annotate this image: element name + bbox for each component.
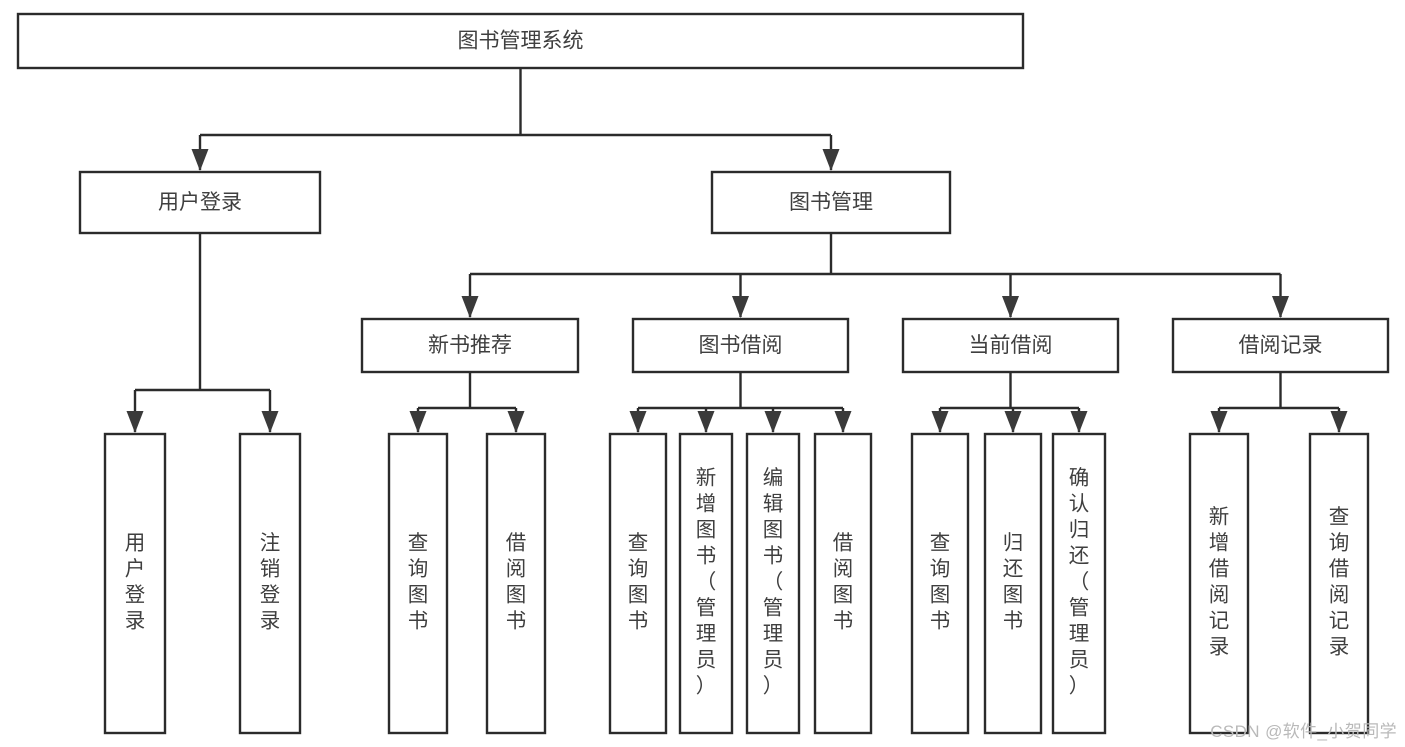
arrow-head-icon-新书推荐-0: [409, 411, 427, 433]
node-leaf-9-归还图书-label: 归还图书: [1003, 532, 1024, 633]
arrow-head-icon-当前借阅-2: [1070, 411, 1088, 433]
arrow-head-icon-借阅记录-1: [1330, 411, 1348, 433]
node-level3-图书借阅-label: 图书借阅: [699, 334, 783, 357]
arrow-head-icon-level2-0: [191, 149, 209, 171]
node-leaf-3-借阅图书-label: 借阅图书: [506, 532, 527, 633]
node-level2-用户登录-rect: [78, 170, 322, 235]
node-level3-新书推荐[interactable]: 新书推荐: [360, 317, 580, 374]
node-leaf-7-借阅图书-rect: [813, 432, 873, 735]
node-leaf-2-查询图书-rect: [387, 432, 449, 735]
arrow-head-icon-level3-3: [1272, 296, 1289, 318]
node-leaf-12-查询借阅记录-label: 查询借阅记录: [1329, 506, 1350, 659]
node-leaf-5-新增图书（管理员）-rect: [678, 432, 734, 735]
node-leaf-11-新增借阅记录-rect: [1188, 432, 1250, 735]
node-root-图书管理系统-rect: [16, 12, 1025, 70]
arrow-head-icon-当前借阅-1: [1004, 411, 1022, 433]
node-leaf-2-查询图书-label: 查询图书: [408, 532, 429, 633]
node-leaf-12-查询借阅记录[interactable]: 查询借阅记录: [1308, 432, 1370, 735]
node-leaf-0-用户登录[interactable]: 用户登录: [103, 432, 167, 735]
node-leaf-9-归还图书[interactable]: 归还图书: [983, 432, 1043, 735]
node-leaf-6-编辑图书（管理员）-rect: [745, 432, 801, 735]
csdn-watermark: CSDN @软件_小贺同学: [1210, 722, 1397, 741]
node-leaf-2-查询图书[interactable]: 查询图书: [387, 432, 449, 735]
node-level3-图书借阅[interactable]: 图书借阅: [631, 317, 850, 374]
node-root-图书管理系统-label: 图书管理系统: [458, 30, 584, 53]
node-leaf-4-查询图书-rect: [608, 432, 668, 735]
arrow-head-icon-图书借阅-1: [697, 411, 715, 433]
node-level2-图书管理-label: 图书管理: [789, 191, 873, 214]
node-leaf-8-查询图书-rect: [910, 432, 970, 735]
node-leaf-1-注销登录-rect: [238, 432, 302, 735]
node-level2-图书管理-rect: [710, 170, 952, 235]
node-leaf-10-确认归还（管理员）-rect: [1051, 432, 1107, 735]
node-leaf-4-查询图书[interactable]: 查询图书: [608, 432, 668, 735]
node-level3-当前借阅-label: 当前借阅: [969, 334, 1053, 357]
node-leaf-6-编辑图书（管理员）-label: 编辑图书（管理员）: [763, 467, 784, 698]
node-level3-当前借阅[interactable]: 当前借阅: [901, 317, 1120, 374]
node-level3-借阅记录[interactable]: 借阅记录: [1171, 317, 1390, 374]
node-leaf-4-查询图书-label: 查询图书: [628, 532, 649, 633]
node-leaf-8-查询图书-label: 查询图书: [930, 532, 951, 633]
arrow-head-icon-level3-0: [461, 296, 479, 318]
node-leaf-11-新增借阅记录-label: 新增借阅记录: [1209, 506, 1230, 659]
arrow-head-icon-图书借阅-2: [764, 411, 782, 433]
node-leaf-1-注销登录-label: 注销登录: [260, 532, 281, 633]
node-level2-用户登录[interactable]: 用户登录: [78, 170, 322, 235]
node-level3-借阅记录-label: 借阅记录: [1239, 334, 1323, 357]
arrow-head-icon-用户登录-0: [126, 411, 144, 433]
node-leaf-0-用户登录-label: 用户登录: [125, 532, 146, 633]
arrow-head-icon-借阅记录-0: [1210, 411, 1228, 433]
node-leaf-1-注销登录[interactable]: 注销登录: [238, 432, 302, 735]
node-leaf-5-新增图书（管理员）-label: 新增图书（管理员）: [696, 467, 717, 698]
node-level2-图书管理[interactable]: 图书管理: [710, 170, 952, 235]
arrow-head-icon-level3-2: [1002, 296, 1019, 318]
node-level3-图书借阅-rect: [631, 317, 850, 374]
arrow-head-icon-新书推荐-1: [507, 411, 525, 433]
node-leaf-11-新增借阅记录[interactable]: 新增借阅记录: [1188, 432, 1250, 735]
node-leaf-6-编辑图书（管理员）[interactable]: 编辑图书（管理员）: [745, 432, 801, 735]
arrow-head-icon-level3-1: [732, 296, 749, 318]
node-leaf-0-用户登录-rect: [103, 432, 167, 735]
node-level2-用户登录-label: 用户登录: [158, 191, 242, 214]
node-leaf-12-查询借阅记录-rect: [1308, 432, 1370, 735]
arrow-head-icon-当前借阅-0: [931, 411, 949, 433]
node-leaf-10-确认归还（管理员）-label: 确认归还（管理员）: [1069, 467, 1090, 698]
node-leaf-7-借阅图书[interactable]: 借阅图书: [813, 432, 873, 735]
arrow-head-icon-图书借阅-3: [834, 411, 852, 433]
node-level3-借阅记录-rect: [1171, 317, 1390, 374]
node-leaf-5-新增图书（管理员）[interactable]: 新增图书（管理员）: [678, 432, 734, 735]
node-leaf-8-查询图书[interactable]: 查询图书: [910, 432, 970, 735]
node-root-图书管理系统[interactable]: 图书管理系统: [16, 12, 1025, 70]
node-leaf-3-借阅图书-rect: [485, 432, 547, 735]
arrow-head-icon-level2-1: [822, 149, 840, 171]
arrow-head-icon-图书借阅-0: [629, 411, 647, 433]
node-leaf-9-归还图书-rect: [983, 432, 1043, 735]
node-leaf-7-借阅图书-label: 借阅图书: [833, 532, 854, 633]
node-leaf-10-确认归还（管理员）[interactable]: 确认归还（管理员）: [1051, 432, 1107, 735]
arrow-head-icon-用户登录-1: [261, 411, 279, 433]
node-leaf-3-借阅图书[interactable]: 借阅图书: [485, 432, 547, 735]
node-level3-新书推荐-label: 新书推荐: [428, 334, 512, 357]
